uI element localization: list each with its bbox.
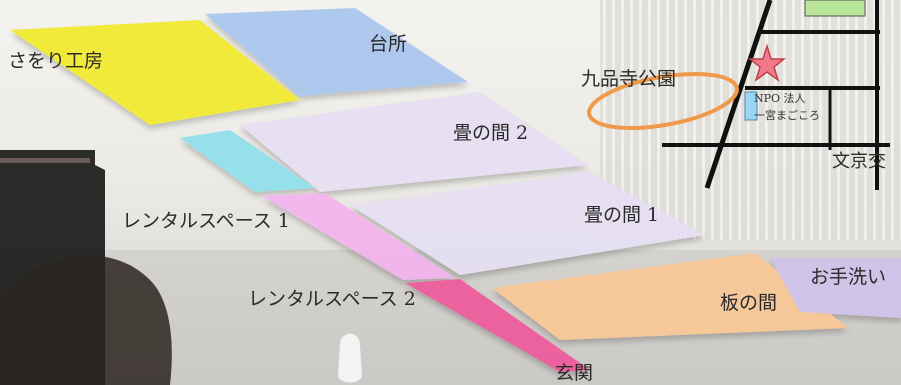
room-wooden[interactable]: [492, 253, 848, 340]
label-rental2: レンタルスペース 2: [248, 288, 416, 310]
label-rental1: レンタルスペース 1: [122, 210, 290, 232]
map-park-label: 九品寺公園: [581, 68, 677, 90]
label-toilet: お手洗い: [810, 266, 887, 288]
map-org-line1: NPO 法人: [754, 92, 806, 105]
park-highlight-ring: [587, 72, 739, 130]
rooms-layer: [10, 8, 901, 372]
label-tatami2: 畳の間 2: [453, 122, 529, 144]
label-kitchen: 台所: [369, 33, 408, 55]
lamp-silhouette: [338, 333, 362, 383]
map-inset: [587, 0, 890, 190]
room-tatami1[interactable]: [350, 172, 705, 275]
map-star-icon: [747, 43, 787, 82]
room-rental1[interactable]: [180, 130, 315, 192]
label-wooden: 板の間: [720, 292, 778, 314]
map-street-label: 文京交: [832, 151, 886, 172]
map-road: [704, 0, 773, 189]
room-toilet[interactable]: [770, 258, 901, 318]
person-silhouette: [0, 255, 172, 385]
room-saori[interactable]: [10, 20, 300, 125]
map-block: [804, 0, 866, 17]
room-rental2[interactable]: [262, 193, 455, 280]
room-tatami2[interactable]: [240, 92, 588, 192]
label-saori: さをり工房: [8, 50, 104, 72]
room-entrance[interactable]: [405, 279, 590, 372]
map-org-line2: 一宮まごころ: [754, 109, 820, 122]
label-entrance: 玄関: [555, 362, 594, 384]
room-kitchen[interactable]: [205, 8, 468, 96]
map-building: [744, 91, 758, 121]
piano-keys: [0, 158, 90, 163]
label-tatami1: 畳の間 1: [584, 204, 660, 226]
